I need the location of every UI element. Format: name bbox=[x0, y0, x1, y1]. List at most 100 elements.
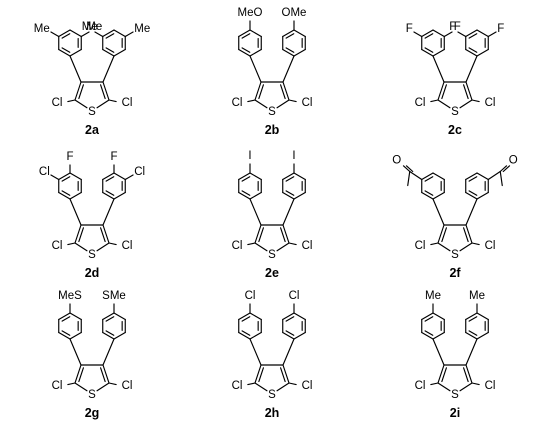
chlorine-atom-left: Cl bbox=[232, 380, 243, 392]
para-substituent-left: MeS bbox=[58, 290, 82, 302]
ring-bond bbox=[476, 331, 489, 340]
double-bond-inner bbox=[285, 330, 295, 336]
ring-bond bbox=[459, 99, 473, 109]
double-bond-inner bbox=[105, 330, 115, 336]
ring-bond bbox=[465, 312, 478, 321]
c-cl-bond bbox=[108, 382, 117, 386]
ring-bond bbox=[254, 382, 268, 392]
c-cl-bond bbox=[430, 382, 439, 386]
ring-bond bbox=[113, 29, 126, 38]
c-cl-bond bbox=[108, 242, 117, 246]
chlorine-atom-right: Cl bbox=[302, 380, 313, 392]
chlorine-atom-right: Cl bbox=[485, 240, 496, 252]
c-cl-bond bbox=[67, 242, 76, 246]
carbonyl-bond bbox=[499, 165, 508, 173]
meta-substituent-left: Cl bbox=[39, 166, 50, 178]
aryl-bond bbox=[465, 338, 478, 366]
chlorine-atom-left: Cl bbox=[52, 240, 63, 252]
ring-bond bbox=[282, 48, 295, 57]
substituent-bond bbox=[413, 31, 423, 38]
double-bond-inner bbox=[78, 84, 84, 100]
ring-bond bbox=[465, 81, 473, 101]
para-substituent-left: I bbox=[248, 150, 251, 162]
substituent-bond bbox=[487, 31, 497, 38]
ring-bond bbox=[58, 48, 71, 57]
double-bond-inner bbox=[241, 176, 251, 182]
c-cl-bond bbox=[471, 99, 480, 103]
ring-bond bbox=[254, 224, 262, 244]
double-bond-inner bbox=[468, 330, 478, 336]
meta-substituent-left-outer: Me bbox=[34, 23, 50, 35]
aryl-bond bbox=[102, 55, 115, 83]
double-bond-inner bbox=[61, 176, 71, 182]
aryl-bond bbox=[69, 55, 82, 83]
substituent-bond bbox=[124, 31, 134, 38]
double-bond-inner bbox=[424, 330, 434, 336]
chlorine-atom-right: Cl bbox=[485, 380, 496, 392]
ring-bond bbox=[476, 312, 489, 321]
compound-label: 2g bbox=[85, 406, 100, 420]
double-bond-inner bbox=[441, 84, 447, 100]
ring-bond bbox=[249, 312, 262, 321]
double-bond-inner bbox=[105, 316, 115, 322]
double-bond-inner bbox=[100, 227, 106, 243]
ring-bond bbox=[432, 172, 445, 181]
compound-label: 2d bbox=[85, 266, 100, 280]
ring-bond bbox=[74, 99, 88, 109]
compound-label: 2b bbox=[265, 123, 280, 137]
para-substituent-right: OMe bbox=[282, 7, 307, 19]
double-bond-inner bbox=[61, 190, 71, 196]
aryl-bond bbox=[282, 338, 295, 366]
chlorine-atom-right: Cl bbox=[302, 97, 313, 109]
ring-bond bbox=[459, 242, 473, 252]
c-cl-bond bbox=[288, 99, 297, 103]
ring-bond bbox=[254, 99, 268, 109]
sulfur-atom: S bbox=[268, 389, 276, 401]
sulfur-atom: S bbox=[451, 249, 459, 261]
chlorine-atom-right: Cl bbox=[122, 97, 133, 109]
double-bond-inner bbox=[61, 330, 71, 336]
double-bond-inner bbox=[241, 190, 251, 196]
aryl-bond bbox=[432, 55, 445, 83]
meta-substituent-right-outer: Me bbox=[134, 23, 150, 35]
ring-bond bbox=[254, 242, 268, 252]
compound-label: 2e bbox=[265, 266, 279, 280]
aryl-bond bbox=[432, 338, 445, 366]
double-bond-inner bbox=[468, 316, 478, 322]
double-bond-inner bbox=[468, 190, 478, 196]
chlorine-atom-left: Cl bbox=[232, 97, 243, 109]
c-cl-bond bbox=[108, 99, 117, 103]
double-bond-inner bbox=[468, 47, 478, 53]
ring-bond bbox=[113, 48, 126, 57]
substituent-bond bbox=[94, 31, 104, 38]
ring-bond bbox=[282, 224, 290, 244]
chlorine-atom-left: Cl bbox=[415, 97, 426, 109]
para-substituent-right: SMe bbox=[102, 290, 126, 302]
ring-bond bbox=[293, 172, 306, 181]
ring-bond bbox=[282, 331, 295, 340]
ring-bond bbox=[254, 364, 262, 384]
ring-bond bbox=[459, 382, 473, 392]
c-cl-bond bbox=[247, 99, 256, 103]
ring-bond bbox=[238, 312, 251, 321]
ring-bond bbox=[58, 331, 71, 340]
sulfur-atom: S bbox=[451, 389, 459, 401]
ring-bond bbox=[465, 364, 473, 384]
double-bond-inner bbox=[258, 367, 264, 383]
ring-bond bbox=[437, 99, 451, 109]
ring-bond bbox=[102, 312, 115, 321]
ring-bond bbox=[465, 191, 478, 200]
compound-label: 2c bbox=[448, 123, 462, 137]
ring-bond bbox=[69, 48, 82, 57]
c-cl-bond bbox=[471, 242, 480, 246]
substituent-bond bbox=[443, 31, 453, 38]
meta-substituent-right-inner: Me bbox=[82, 21, 98, 33]
aryl-bond bbox=[282, 55, 295, 83]
sulfur-atom: S bbox=[88, 389, 96, 401]
ring-bond bbox=[476, 172, 489, 181]
ring-bond bbox=[96, 242, 110, 252]
ring-bond bbox=[58, 191, 71, 200]
